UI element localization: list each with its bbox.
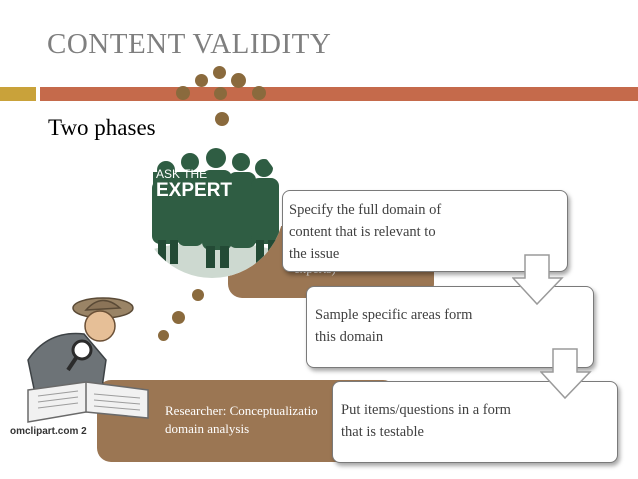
thought-dot [214,87,227,100]
thought-dot [192,289,204,301]
researcher-phase-label-line1: Researcher: Conceptualizatio [165,403,318,418]
header-bar-rust [40,87,638,101]
sign-line-2: EXPERT [156,180,233,201]
step-1-line-1: Specify the full domain of [289,202,442,218]
step-3-line-1: Put items/questions in a form [341,402,511,418]
header-bar-gold [0,87,36,101]
slide-title: CONTENT VALIDITY [47,28,332,60]
researcher-phase-label-line2: domain analysis [165,421,250,436]
step-card-1: Specify the full domain of content that … [282,190,568,272]
slide-subtitle: Two phases [48,115,156,140]
step-2-line-2: this domain [315,329,384,345]
step-2-line-1: Sample specific areas form [315,307,473,323]
ask-the-expert-image: ASK THE EXPERT [138,132,286,280]
thought-dot [158,330,169,341]
thought-dot [215,112,229,126]
thought-dot [176,86,190,100]
thought-dot [231,73,246,88]
thought-dot [213,66,226,79]
clipart-watermark: omclipart.com 2 [10,426,87,437]
step-1-line-2: content that is relevant to [289,224,436,240]
down-arrow-icon [512,254,564,306]
step-card-2: Sample specific areas form this domain [306,286,594,368]
thought-dot [172,311,185,324]
thought-dot [252,86,266,100]
thought-dot [195,74,208,87]
step-3-line-2: that is testable [341,424,424,440]
step-1-line-3: the issue [289,246,340,262]
sign-line-1: ASK THE [156,167,208,181]
researcher-image: omclipart.com 2 [8,290,158,440]
step-card-3: Put items/questions in a form that is te… [332,381,618,463]
down-arrow-icon [540,348,592,400]
